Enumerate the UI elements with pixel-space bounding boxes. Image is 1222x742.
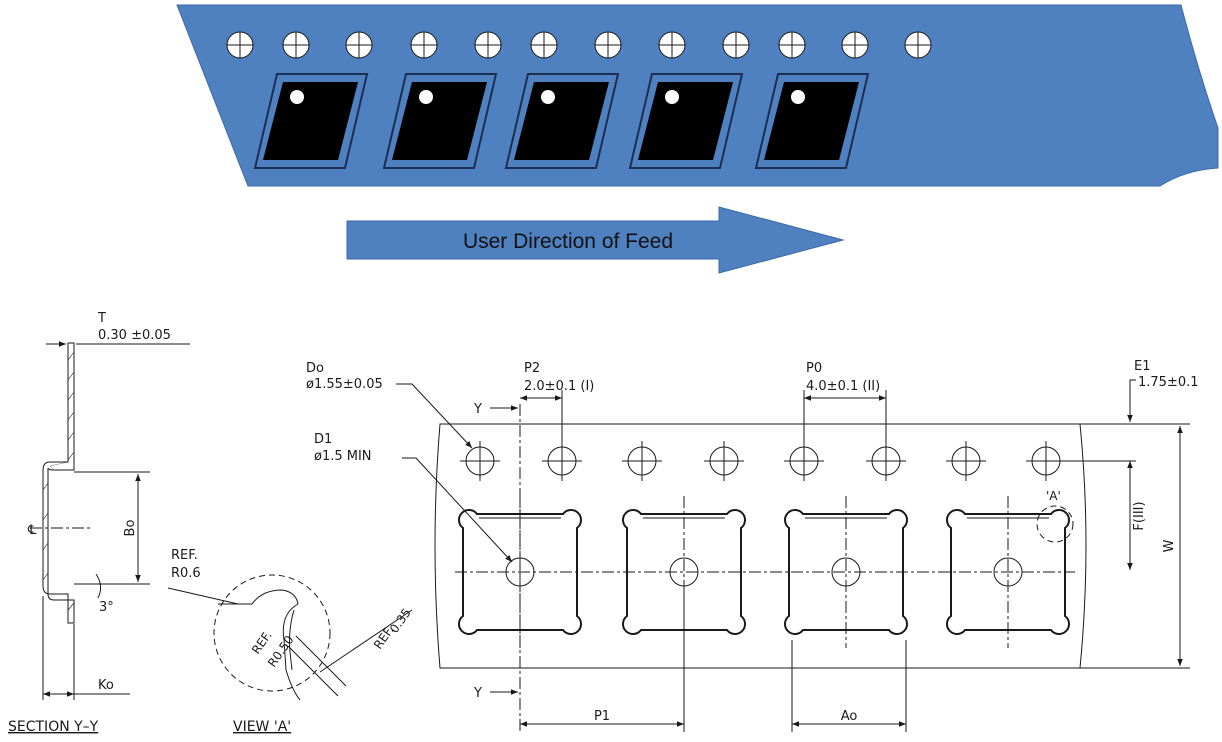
e1-value: 1.75±0.1 bbox=[1138, 375, 1199, 390]
drawing-pocket bbox=[784, 496, 908, 648]
pocket bbox=[628, 73, 744, 169]
sprocket-holes-drawing bbox=[460, 441, 1066, 481]
w-label: W bbox=[1162, 539, 1177, 552]
sprocket-hole bbox=[778, 31, 806, 59]
pin1-marker bbox=[541, 90, 555, 104]
view-a: REF. R0.6 REF. R0.50 REF. 0.35 VIEW 'A' bbox=[167, 548, 414, 735]
p0-label: P0 bbox=[806, 361, 822, 376]
sprocket-hole bbox=[410, 31, 438, 59]
ao-label: Ao bbox=[841, 709, 858, 724]
drawing-sprocket-hole bbox=[784, 441, 824, 481]
e1-label: E1 bbox=[1134, 359, 1151, 374]
d1-label: D1 bbox=[314, 432, 332, 447]
ko-label: Ko bbox=[98, 678, 114, 693]
view-a-ref3-line2: 0.35 bbox=[387, 606, 414, 636]
sprocket-hole bbox=[658, 31, 686, 59]
view-a-ref1-line1: REF. bbox=[171, 548, 198, 563]
view-a-ref1-line2: R0.6 bbox=[171, 566, 201, 581]
y-top-label: Y bbox=[473, 402, 482, 417]
drawing-sprocket-hole bbox=[866, 441, 906, 481]
pin1-marker bbox=[665, 90, 679, 104]
t-label: T bbox=[97, 311, 106, 326]
drawing-sprocket-hole bbox=[542, 441, 582, 481]
drawing-sprocket-hole bbox=[704, 441, 744, 481]
drawing-sprocket-hole bbox=[460, 441, 500, 481]
view-a-boundary bbox=[213, 574, 331, 692]
drawing-pocket bbox=[946, 496, 1070, 648]
bo-label: Bo bbox=[123, 520, 138, 537]
component-pockets bbox=[253, 73, 870, 169]
pocket bbox=[382, 73, 498, 169]
drawing-sprocket-hole bbox=[946, 441, 986, 481]
sprocket-hole bbox=[282, 31, 310, 59]
p2-label: P2 bbox=[524, 361, 540, 376]
centerline-symbol: ℄ bbox=[27, 523, 37, 538]
sprocket-hole bbox=[904, 31, 932, 59]
section-title: SECTION Y–Y bbox=[8, 719, 99, 735]
tape-technical-drawing: 'A' Do ø1.55±0.05 D1 ø1.5 MIN Y Y P2 2.0… bbox=[306, 359, 1199, 732]
feed-direction-arrow: User Direction of Feed bbox=[346, 206, 845, 274]
sprocket-hole bbox=[841, 31, 869, 59]
sprocket-hole bbox=[722, 31, 750, 59]
pin1-marker bbox=[791, 90, 805, 104]
section-hatching bbox=[42, 351, 75, 611]
tape-outline bbox=[434, 423, 1087, 669]
p0-value: 4.0±0.1 (II) bbox=[806, 379, 880, 394]
f-label: F(III) bbox=[1132, 501, 1147, 530]
pocket bbox=[754, 73, 870, 169]
detail-a-label: 'A' bbox=[1046, 489, 1061, 503]
d1-value: ø1.5 MIN bbox=[314, 449, 372, 464]
detail-a-circle bbox=[1036, 505, 1074, 543]
angle-label: 3° bbox=[99, 600, 114, 615]
do-value: ø1.55±0.05 bbox=[306, 377, 383, 392]
p1-label: P1 bbox=[594, 709, 610, 724]
sprocket-hole bbox=[594, 31, 622, 59]
sprocket-holes bbox=[226, 31, 932, 59]
sprocket-hole bbox=[474, 31, 502, 59]
pocket bbox=[253, 73, 369, 169]
feed-direction-label: User Direction of Feed bbox=[463, 230, 673, 253]
drawing-sprocket-hole bbox=[622, 441, 662, 481]
y-bottom-label: Y bbox=[473, 686, 482, 701]
pin1-marker bbox=[419, 90, 433, 104]
t-value: 0.30 ±0.05 bbox=[98, 328, 171, 343]
pin1-marker bbox=[290, 90, 304, 104]
do-label: Do bbox=[306, 361, 324, 376]
view-a-title: VIEW 'A' bbox=[233, 719, 291, 735]
sprocket-hole bbox=[226, 31, 254, 59]
sprocket-hole bbox=[530, 31, 558, 59]
p2-value: 2.0±0.1 (I) bbox=[524, 379, 594, 394]
section-tape-profile bbox=[42, 342, 75, 624]
sprocket-hole bbox=[345, 31, 373, 59]
carrier-tape-illustration bbox=[176, 4, 1219, 187]
feed-arrow-shape bbox=[346, 206, 845, 274]
drawing-pocket bbox=[458, 496, 582, 648]
section-y-y: ℄ T 0.30 ±0.05 Bo 3° Ko SECTION Y–Y bbox=[8, 311, 190, 735]
pocket bbox=[504, 73, 620, 169]
